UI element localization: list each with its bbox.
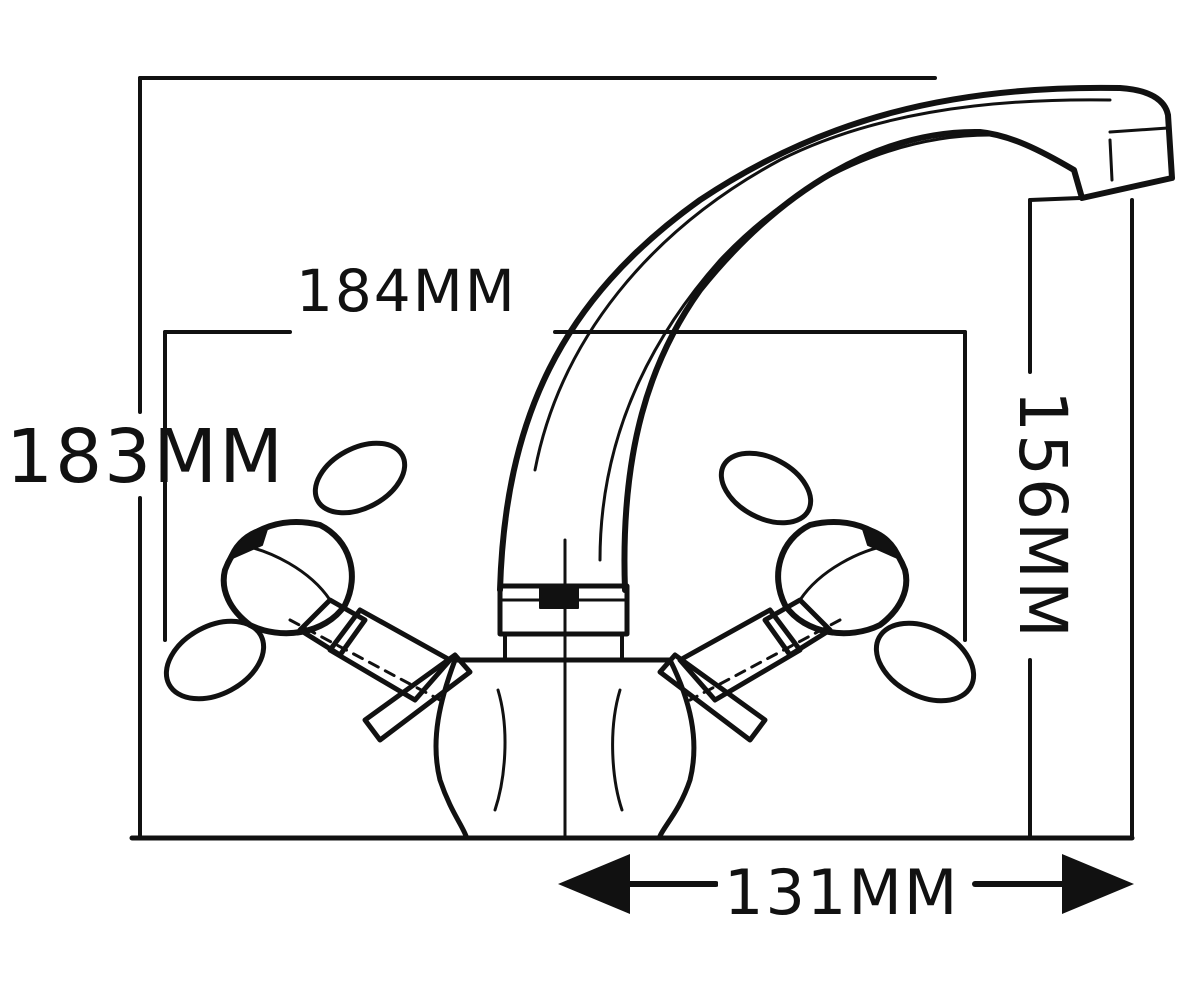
spout-collar bbox=[497, 583, 630, 662]
right-tap bbox=[657, 450, 977, 743]
height-dimension-label: 183MM bbox=[6, 414, 285, 500]
inner-dimension-box bbox=[163, 330, 967, 642]
spout-height-dimension-line bbox=[1028, 196, 1082, 840]
left-tap bbox=[163, 440, 473, 743]
spout bbox=[497, 84, 1175, 593]
spout-reach-dimension-label: 131MM bbox=[718, 862, 966, 924]
spout-height-dimension-label: 156MM bbox=[1004, 384, 1081, 646]
width-dimension-label: 184MM bbox=[296, 257, 517, 325]
outer-dimension-frame bbox=[138, 76, 937, 840]
